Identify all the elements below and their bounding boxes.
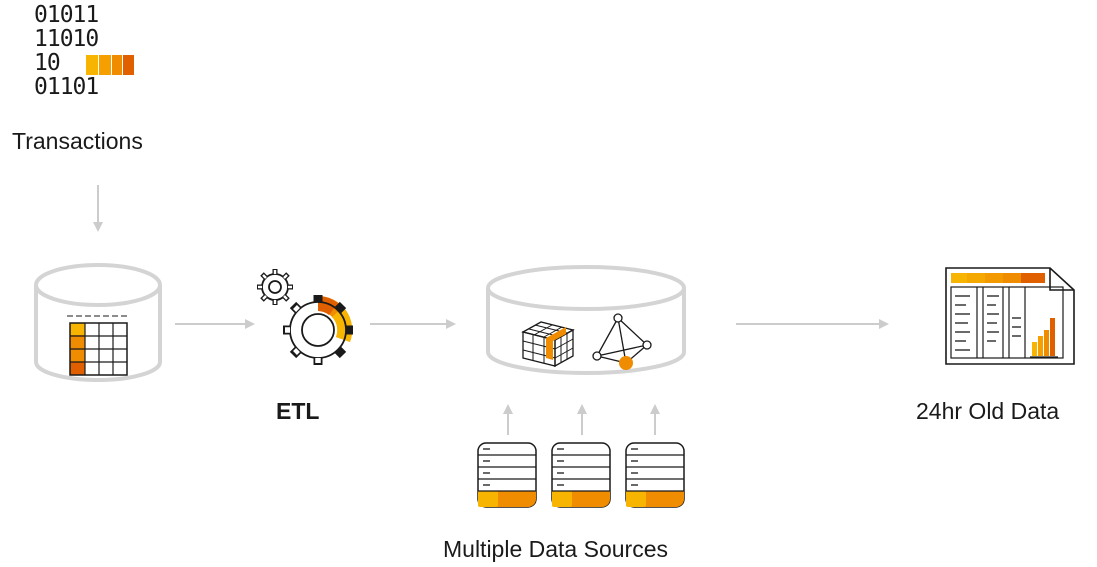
gears-icon (257, 269, 353, 365)
data-cube-icon (521, 321, 575, 368)
source-database-icon (34, 263, 162, 382)
binary-row: 01101 (34, 74, 99, 100)
database-icon (551, 442, 611, 508)
binary-row: 11010 (34, 26, 99, 52)
old-data-label: 24hr Old Data (916, 398, 1060, 424)
data-sources-label: Multiple Data Sources (443, 536, 668, 562)
database-icon (625, 442, 685, 508)
binary-row: 01011 (34, 2, 99, 28)
mini-bar-chart-icon (1030, 318, 1058, 358)
large-gear-icon (283, 295, 353, 365)
binary-data-icon: 01011 11010 10 01101 (34, 2, 99, 100)
transactions-label: Transactions (12, 128, 143, 154)
small-gear-icon (257, 269, 293, 305)
network-graph-icon (592, 313, 652, 370)
table-grid-icon (67, 315, 128, 376)
binary-highlight-blocks (86, 55, 134, 75)
spreadsheet-report-icon (945, 267, 1075, 365)
database-icon (477, 442, 537, 508)
data-warehouse-icon (486, 265, 686, 375)
binary-row: 10 (34, 50, 61, 76)
etl-label: ETL (276, 398, 320, 424)
